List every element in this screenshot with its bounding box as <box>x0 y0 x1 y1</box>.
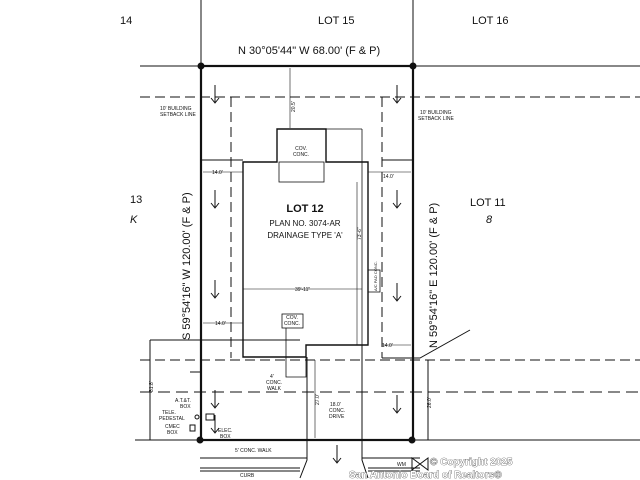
dim-side: 14.0' <box>383 174 394 180</box>
note: CURB <box>240 473 255 479</box>
note: 10' BUILDING <box>160 106 192 112</box>
dimension-labels: 20.5' 14.0' 14.0' 14.0' 14.0' 39'-11" 73… <box>149 101 433 408</box>
dim-depth: 73'-6" <box>357 227 363 240</box>
cov-conc-rear <box>278 161 325 183</box>
cov-conc-front <box>281 313 304 329</box>
dim-right: 26.0' <box>427 397 433 408</box>
note: PEDESTAL <box>159 416 185 422</box>
lot-14-label: 14 <box>120 15 132 27</box>
note: ELEC. <box>218 428 232 434</box>
notes: 10' BUILDING SETBACK LINE 10' BUILDING S… <box>159 106 455 479</box>
drainage-arrows <box>210 85 402 464</box>
note: 18.0' <box>330 402 341 408</box>
cmec-box <box>189 424 196 432</box>
left-bearing: S 59°54'16" W 120.00' (F & P) <box>181 192 193 340</box>
att-box <box>205 413 215 421</box>
tele-pedestal <box>194 414 200 420</box>
note: A.T.&T. <box>175 398 191 404</box>
note: BOX <box>180 404 191 410</box>
plan-number: PLAN NO. 3074-AR <box>269 219 340 228</box>
dim-drive: 27.0' <box>315 394 321 405</box>
lot-16-label: LOT 16 <box>472 15 509 27</box>
note: CMEC <box>165 424 180 430</box>
note: CONC. <box>284 321 300 327</box>
note: CONC. <box>266 380 282 386</box>
street <box>189 413 429 472</box>
note: CONC. <box>293 152 309 158</box>
top-bearing: N 30°05'44" W 68.00' (F & P) <box>238 45 380 57</box>
note: BOX <box>167 430 178 436</box>
note: WM <box>397 462 406 468</box>
ac-pad <box>367 269 381 293</box>
lot-13-label: 13 <box>130 194 142 206</box>
front-walk <box>285 328 307 378</box>
note: WALK <box>267 386 282 392</box>
dim-left: 31.8' <box>149 381 155 392</box>
note: DRIVE <box>329 414 345 420</box>
water-meter-icon <box>411 457 429 471</box>
lot-15-label: LOT 15 <box>318 15 355 27</box>
note: 5' CONC. WALK <box>235 448 272 454</box>
drainage-type: DRAINAGE TYPE 'A' <box>267 231 343 240</box>
dim-width: 39'-11" <box>295 287 310 293</box>
watermark-copyright: © Copyright 2025 <box>430 457 513 468</box>
note: SETBACK LINE <box>418 116 455 122</box>
driveway <box>299 345 369 479</box>
lot-13-block: K <box>130 214 138 226</box>
note: 4' <box>270 374 274 380</box>
dim-side: 14.0' <box>212 170 223 176</box>
lot-11-block: 8 <box>486 214 493 226</box>
note: SETBACK LINE <box>160 112 197 118</box>
note: TELE. <box>162 410 176 416</box>
note: 10' BUILDING <box>420 110 452 116</box>
note: BOX <box>220 434 231 440</box>
note: COV. <box>286 315 298 321</box>
dim-side: 14.0' <box>382 343 393 349</box>
note: COV. <box>295 146 307 152</box>
watermark-board: San Antonio Board of Realtors® <box>349 470 502 480</box>
lot-12-label: LOT 12 <box>286 203 323 215</box>
note: A/C PAD CONC. <box>373 261 378 291</box>
right-bearing: N 59°54'16" E 120.00' (F & P) <box>428 203 440 348</box>
lot-lines <box>135 0 640 444</box>
house-footprint <box>203 68 411 479</box>
dim-front-setback: 20.5' <box>291 101 297 112</box>
lot-11-label: LOT 11 <box>470 197 506 209</box>
note: CONC. <box>329 408 345 414</box>
dim-side: 14.0' <box>215 321 226 327</box>
